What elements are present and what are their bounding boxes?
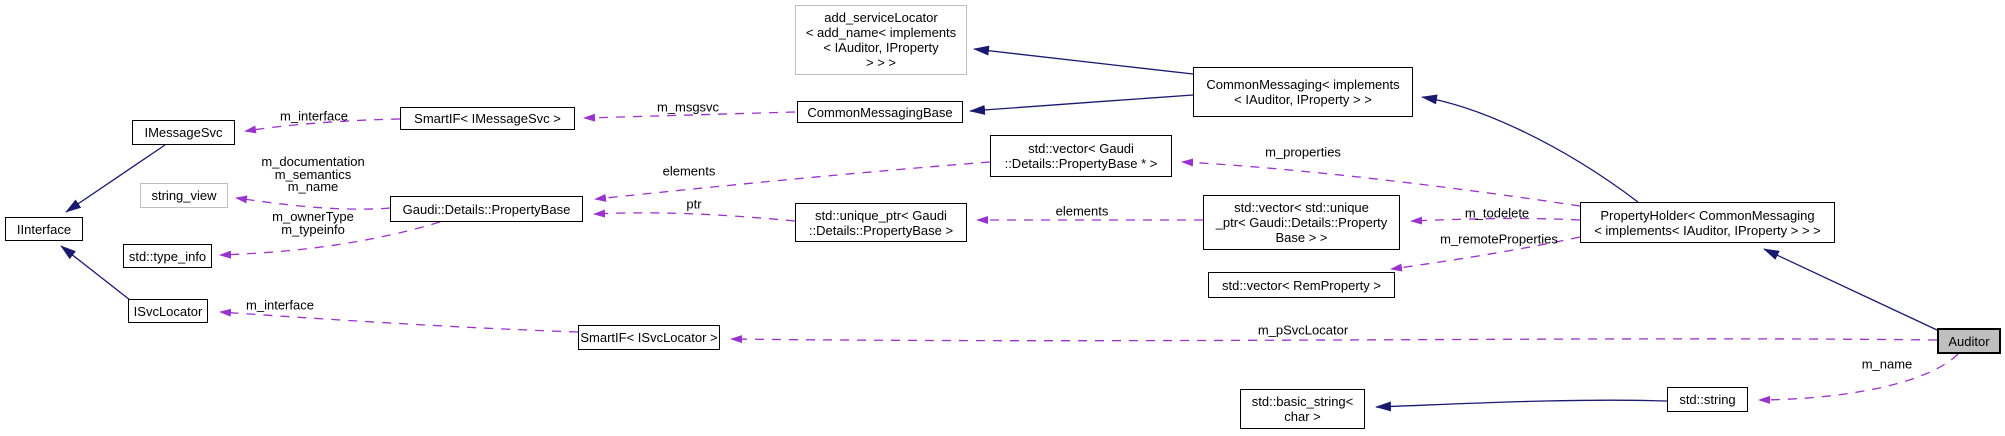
edge-label-propertybase-typeinfo: m_ownerType m_typeinfo bbox=[272, 209, 354, 237]
edge-vectorpb-to-propertybase bbox=[594, 161, 991, 202]
edge-label-m-interface-msgsvc: m_interface bbox=[280, 108, 348, 124]
edge-propertyholder-to-vectorunique bbox=[1410, 216, 1581, 225]
class-node-propertybase[interactable]: Gaudi::Details::PropertyBase bbox=[390, 196, 583, 222]
class-label: CommonMessagingBase bbox=[807, 104, 953, 120]
class-label: string_view bbox=[151, 188, 217, 203]
class-node-basic-string[interactable]: std::basic_string< char > bbox=[1240, 389, 1365, 429]
edge-label-m-remoteproperties: m_remoteProperties bbox=[1440, 231, 1558, 247]
edge-label-m-msgsvc: m_msgsvc bbox=[656, 99, 720, 115]
class-label: char > bbox=[1284, 409, 1321, 424]
class-node-smartif-isvclocator[interactable]: SmartIF< ISvcLocator > bbox=[578, 325, 720, 350]
class-node-vector-propertybase-ptr[interactable]: std::vector< Gaudi ::Details::PropertyBa… bbox=[990, 135, 1172, 177]
class-node-std-string[interactable]: std::string bbox=[1667, 387, 1748, 412]
class-label: std::vector< Gaudi bbox=[1028, 141, 1134, 156]
class-label: ISvcLocator bbox=[133, 303, 203, 319]
edge-stdstring-to-basicstring bbox=[1375, 399, 1668, 412]
class-label: ::Details::PropertyBase > bbox=[808, 222, 954, 238]
class-label: add_serviceLocator bbox=[824, 10, 938, 25]
class-label: SmartIF< ISvcLocator > bbox=[580, 330, 718, 345]
class-label: std::type_info bbox=[128, 248, 207, 264]
class-node-iinterface[interactable]: IInterface bbox=[5, 217, 83, 241]
class-node-commonmessaging[interactable]: CommonMessaging< implements < IAuditor, … bbox=[1193, 67, 1413, 117]
edge-propertyholder-to-commonmessaging bbox=[1421, 94, 1639, 203]
class-label: std::unique_ptr< Gaudi bbox=[815, 207, 947, 223]
edge-smartifsvc-to-isvclocator bbox=[219, 308, 579, 333]
class-node-vector-uniqueptr[interactable]: std::vector< std::unique _ptr< Gaudi::De… bbox=[1203, 195, 1400, 250]
edge-commonmessaging-to-addservicelocator bbox=[973, 45, 1194, 75]
edge-propertybase-to-stringview bbox=[235, 195, 391, 210]
class-label: < IAuditor, IProperty > > bbox=[1234, 92, 1372, 107]
class-label: std::string bbox=[1679, 392, 1736, 407]
edge-uniqueptr-to-propertybase bbox=[593, 209, 796, 222]
edge-label-elements-vectorpb: elements bbox=[662, 163, 716, 179]
edge-label-m-interface-svclocator: m_interface bbox=[246, 297, 314, 313]
class-node-isvclocator[interactable]: ISvcLocator bbox=[128, 299, 208, 323]
edge-isvclocator-to-iinterface bbox=[60, 245, 131, 301]
edge-label-m-todelete: m_todelete bbox=[1464, 205, 1530, 221]
edge-label-elements-vectorunique: elements bbox=[1055, 203, 1109, 219]
class-node-string-view[interactable]: string_view bbox=[140, 183, 228, 208]
class-label: Gaudi::Details::PropertyBase bbox=[402, 201, 571, 217]
class-label: < IAuditor, IProperty bbox=[823, 40, 939, 55]
class-label: SmartIF< IMessageSvc > bbox=[414, 111, 561, 126]
edge-label-m-properties: m_properties bbox=[1265, 144, 1341, 160]
class-node-propertyholder[interactable]: PropertyHolder< CommonMessaging < implem… bbox=[1580, 202, 1835, 243]
class-node-commonmessagingbase[interactable]: CommonMessagingBase bbox=[797, 101, 963, 123]
class-node-add-servicelocator[interactable]: add_serviceLocator < add_name< implement… bbox=[795, 5, 967, 75]
edge-auditor-to-smartifsvc bbox=[730, 335, 1938, 344]
edge-imessagesvc-to-iinterface bbox=[65, 144, 166, 213]
edge-label-m-psvclocator: m_pSvcLocator bbox=[1257, 322, 1349, 338]
class-label: ::Details::PropertyBase * > bbox=[1004, 156, 1158, 171]
class-label: < implements< IAuditor, IProperty > > > bbox=[1594, 222, 1821, 238]
class-node-vector-remproperty[interactable]: std::vector< RemProperty > bbox=[1208, 272, 1395, 298]
edge-auditor-to-stdstring bbox=[1758, 353, 1959, 404]
class-label: PropertyHolder< CommonMessaging bbox=[1600, 207, 1815, 223]
class-label: std::basic_string< bbox=[1251, 394, 1354, 409]
edge-label-m-name-auditor: m_name bbox=[1861, 356, 1913, 372]
class-label: _ptr< Gaudi::Details::Property bbox=[1215, 215, 1388, 230]
class-label: IInterface bbox=[16, 221, 72, 237]
class-node-type-info[interactable]: std::type_info bbox=[123, 244, 212, 268]
class-label: IMessageSvc bbox=[144, 125, 223, 140]
edge-auditor-to-propertyholder bbox=[1763, 248, 1938, 331]
class-label: Base > > bbox=[1275, 230, 1328, 245]
edge-commonmessaging-to-commonmessagingbase bbox=[969, 94, 1194, 115]
edge-propertybase-to-typeinfo bbox=[219, 221, 441, 259]
class-node-auditor-current: Auditor bbox=[1937, 328, 2001, 354]
edge-label-propertybase-stringview: m_documentation m_semantics m_name bbox=[261, 154, 365, 194]
class-node-uniqueptr-propertybase[interactable]: std::unique_ptr< Gaudi ::Details::Proper… bbox=[795, 203, 967, 242]
class-label: < add_name< implements bbox=[805, 25, 957, 40]
class-label: Auditor bbox=[1948, 333, 1990, 349]
class-node-imessagesvc[interactable]: IMessageSvc bbox=[132, 120, 235, 145]
class-label: std::vector< RemProperty > bbox=[1222, 277, 1381, 293]
class-label: CommonMessaging< implements bbox=[1206, 77, 1400, 92]
class-label: > > > bbox=[866, 55, 896, 70]
edge-label-ptr: ptr bbox=[686, 196, 702, 212]
edge-smartifmsg-to-imessagesvc bbox=[244, 118, 401, 134]
edge-propertyholder-to-vectorrem bbox=[1390, 236, 1581, 272]
edge-cmbase-to-smartifmsg bbox=[583, 111, 796, 122]
class-node-smartif-imessagesvc[interactable]: SmartIF< IMessageSvc > bbox=[400, 107, 575, 130]
class-label: std::vector< std::unique bbox=[1234, 200, 1369, 215]
